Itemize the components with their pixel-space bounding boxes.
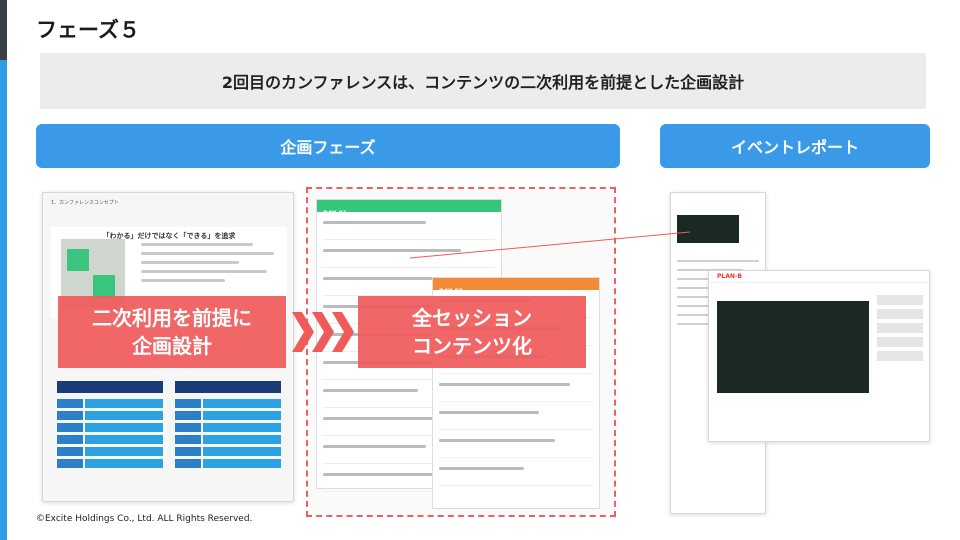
day1-label: DAY 01 (323, 210, 347, 217)
sessions-callout-line1: 全セッション (412, 306, 532, 330)
page-title: フェーズ５ (36, 18, 140, 42)
summary-banner: 2回目のカンファレンスは、コンテンツの二次利用を前提とした企画設計 (40, 53, 926, 109)
reuse-callout-line1: 二次利用を前提に (92, 306, 252, 330)
left-accent-bar (0, 0, 7, 540)
sessions-callout-line2: コンテンツ化 (412, 334, 532, 358)
reuse-callout-line2: 企画設計 (132, 334, 212, 358)
day1-header: DAY 01 (317, 200, 501, 217)
event-report-header: イベントレポート (660, 124, 930, 168)
concept-title: 「わかる」だけではなく「できる」を追求 (102, 232, 236, 240)
report-brand: PLAN-B (709, 271, 929, 283)
concept-body-text (141, 237, 281, 288)
planning-phase-header: 企画フェーズ (36, 124, 620, 168)
event-report-article-thumbnail: PLAN-B (708, 270, 930, 442)
report-hero-image (677, 215, 739, 243)
reuse-planning-callout: 二次利用を前提に 企画設計 (58, 296, 286, 368)
report-sidebar (877, 295, 923, 365)
all-sessions-callout: 全セッション コンテンツ化 (358, 296, 586, 368)
copyright-footer: ©Excite Holdings Co., Ltd. ALL Rights Re… (36, 514, 253, 524)
day2-label: DAY 02 (439, 288, 463, 295)
concept-header: 1．カンファレンスコンセプト (51, 200, 119, 206)
day2-header: DAY 02 (433, 278, 599, 295)
chevron-arrows-icon (292, 312, 354, 352)
report-article-hero (717, 301, 869, 393)
